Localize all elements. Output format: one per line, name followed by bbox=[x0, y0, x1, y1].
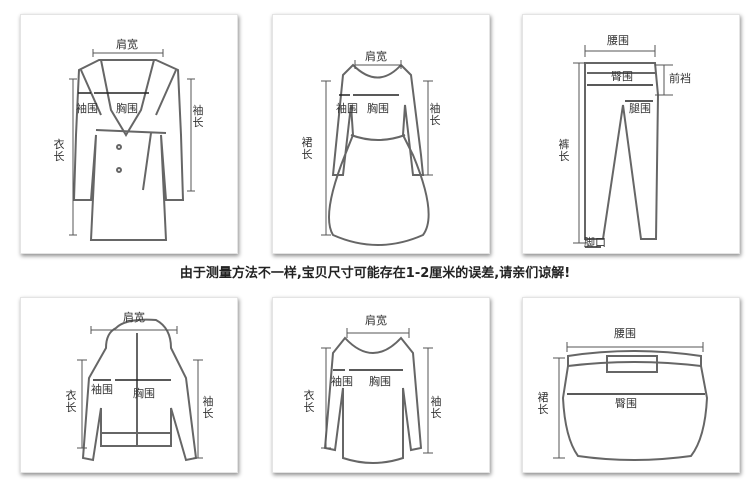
sweater-shoulder-label: 肩宽 bbox=[365, 314, 387, 327]
dress-sleeve-length-label: 袖长 bbox=[429, 102, 441, 127]
coat-sleeve-length-label: 袖长 bbox=[192, 104, 204, 129]
coat-size-panel: 肩宽 袖围 胸围 衣长 袖长 bbox=[20, 14, 238, 254]
dress-sleeve-width-label: 袖围 bbox=[336, 102, 358, 115]
coat-length-label: 衣长 bbox=[53, 138, 65, 163]
hoodie-size-panel: 肩宽 袖围 胸围 衣长 袖长 bbox=[20, 297, 238, 473]
pants-waist-label: 腰围 bbox=[607, 34, 629, 47]
hoodie-chest-label: 胸围 bbox=[133, 387, 155, 400]
pants-hem-label: 脚口 bbox=[584, 236, 606, 249]
hoodie-sketch bbox=[77, 318, 203, 462]
pants-length-label: 裤长 bbox=[558, 138, 570, 163]
sweater-size-panel: 肩宽 袖围 胸围 衣长 袖长 bbox=[272, 297, 490, 473]
sweater-sleeve-length-label: 袖长 bbox=[430, 395, 442, 420]
coat-chest-label: 胸围 bbox=[116, 102, 138, 115]
dress-chest-label: 胸围 bbox=[367, 102, 389, 115]
dress-length-label: 裙长 bbox=[301, 136, 313, 161]
hoodie-sleeve-length-label: 袖长 bbox=[202, 395, 214, 420]
sweater-chest-label: 胸围 bbox=[369, 375, 391, 388]
hoodie-shoulder-label: 肩宽 bbox=[123, 311, 145, 324]
skirt-waist-label: 腰围 bbox=[614, 327, 636, 340]
pants-sketch bbox=[573, 45, 673, 248]
hoodie-length-label: 衣长 bbox=[65, 389, 77, 414]
pants-thigh-label: 腿围 bbox=[629, 102, 651, 115]
pants-hip-label: 臀围 bbox=[611, 70, 633, 83]
coat-sketch bbox=[69, 49, 195, 241]
pants-size-panel: 腰围 臀围 前裆 腿围 裤长 脚口 bbox=[522, 14, 740, 254]
skirt-sketch bbox=[553, 342, 709, 461]
skirt-hip-label: 臀围 bbox=[615, 397, 637, 410]
hoodie-sleeve-width-label: 袖围 bbox=[91, 383, 113, 396]
skirt-size-panel: 腰围 臀围 裙长 bbox=[522, 297, 740, 473]
coat-shoulder-label: 肩宽 bbox=[116, 38, 138, 51]
dress-size-panel: 肩宽 袖围 胸围 裙长 袖长 bbox=[272, 14, 490, 254]
sweater-sketch bbox=[321, 328, 433, 464]
measurement-note: 由于测量方法不一样,宝贝尺寸可能存在1-2厘米的误差,请亲们谅解! bbox=[179, 266, 571, 281]
dress-sketch bbox=[321, 60, 433, 246]
pants-rise-label: 前裆 bbox=[669, 72, 691, 85]
dress-shoulder-label: 肩宽 bbox=[365, 50, 387, 63]
sweater-length-label: 衣长 bbox=[303, 389, 315, 414]
coat-sleeve-width-label: 袖围 bbox=[76, 102, 98, 115]
sweater-sleeve-width-label: 袖围 bbox=[331, 375, 353, 388]
skirt-length-label: 裙长 bbox=[537, 391, 549, 416]
